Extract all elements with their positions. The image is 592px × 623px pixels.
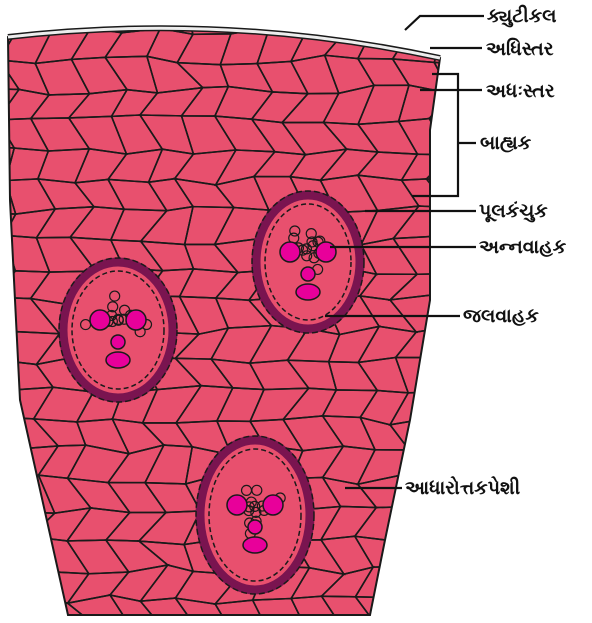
parenchyma-cell	[426, 179, 484, 207]
protoxylem-vessel	[248, 520, 262, 534]
bundle-sheath-ring	[200, 440, 310, 590]
parenchyma-cell	[320, 0, 374, 32]
label-xylem: જલવાહક	[463, 305, 539, 327]
parenchyma-cell	[430, 237, 485, 274]
parenchyma-cell	[433, 595, 488, 623]
parenchyma-cell	[0, 596, 20, 623]
lysigenous-cavity	[106, 352, 130, 368]
metaxylem-vessel-left	[90, 310, 110, 330]
parenchyma-cell	[395, 566, 446, 597]
parenchyma-cell	[401, 450, 444, 478]
metaxylem-vessel-right	[263, 495, 283, 515]
parenchyma-cell	[0, 0, 53, 35]
parenchyma-cell	[0, 478, 16, 512]
parenchyma-cell	[2, 537, 59, 573]
parenchyma-cell	[0, 358, 13, 394]
vascular-bundle-right	[252, 191, 364, 333]
parenchyma-cell	[0, 449, 20, 482]
parenchyma-cell	[391, 0, 444, 29]
label-epidermis: અધિસ્તર	[486, 38, 554, 60]
lysigenous-cavity	[243, 537, 267, 553]
parenchyma-cell	[429, 86, 490, 123]
parenchyma-cell	[0, 328, 17, 360]
label-bundle-sheath: પૂલકંચુક	[479, 200, 548, 222]
parenchyma-cell	[428, 507, 483, 544]
parenchyma-cell	[398, 542, 446, 574]
parenchyma-cell	[0, 0, 14, 35]
parenchyma-cell	[433, 417, 488, 451]
label-cortex: બાહ્યક	[480, 132, 532, 154]
protoxylem-vessel	[301, 267, 315, 281]
parenchyma-cell	[2, 596, 50, 623]
label-hypodermis: અધઃસ્તર	[486, 80, 555, 102]
parenchyma-cell	[395, 595, 448, 623]
parenchyma-cell	[0, 536, 19, 572]
parenchyma-cell	[254, 0, 307, 29]
metaxylem-vessel-right	[316, 242, 336, 262]
stem-section	[0, 0, 490, 623]
parenchyma-cell	[0, 507, 16, 537]
parenchyma-cell	[434, 62, 490, 93]
metaxylem-vessel-left	[280, 242, 300, 262]
vascular-bundle-left	[59, 258, 177, 402]
parenchyma-cell	[2, 572, 59, 596]
parenchyma-cell	[432, 266, 486, 296]
parenchyma-cell	[365, 0, 413, 27]
parenchyma-cell	[289, 0, 345, 32]
vascular-bundle-bottom	[196, 436, 314, 594]
parenchyma-cell	[0, 572, 19, 601]
leader-cuticle	[405, 16, 484, 30]
label-ground-tissue: આધારોત્તકપેશી	[405, 476, 521, 499]
parenchyma-cell	[433, 573, 490, 604]
parenchyma-cell	[428, 543, 489, 574]
parenchyma-cell	[433, 386, 489, 425]
parenchyma-cell	[35, 0, 90, 28]
bundle-sheath-ring	[63, 262, 173, 398]
parenchyma-cell	[435, 327, 481, 359]
parenchyma-cell	[435, 358, 489, 392]
lysigenous-cavity	[296, 284, 320, 300]
metaxylem-vessel-right	[126, 310, 146, 330]
label-cuticle: ક્યુટીકલ	[487, 5, 557, 27]
protoxylem-vessel	[111, 335, 125, 349]
label-phloem: અન્નવાહક	[479, 236, 567, 258]
parenchyma-cell	[0, 417, 20, 452]
parenchyma-cell	[398, 507, 446, 543]
bundle-sheath-ring	[256, 195, 360, 329]
parenchyma-cell	[0, 390, 13, 423]
parenchyma-cell	[434, 29, 488, 64]
metaxylem-vessel-left	[227, 495, 247, 515]
